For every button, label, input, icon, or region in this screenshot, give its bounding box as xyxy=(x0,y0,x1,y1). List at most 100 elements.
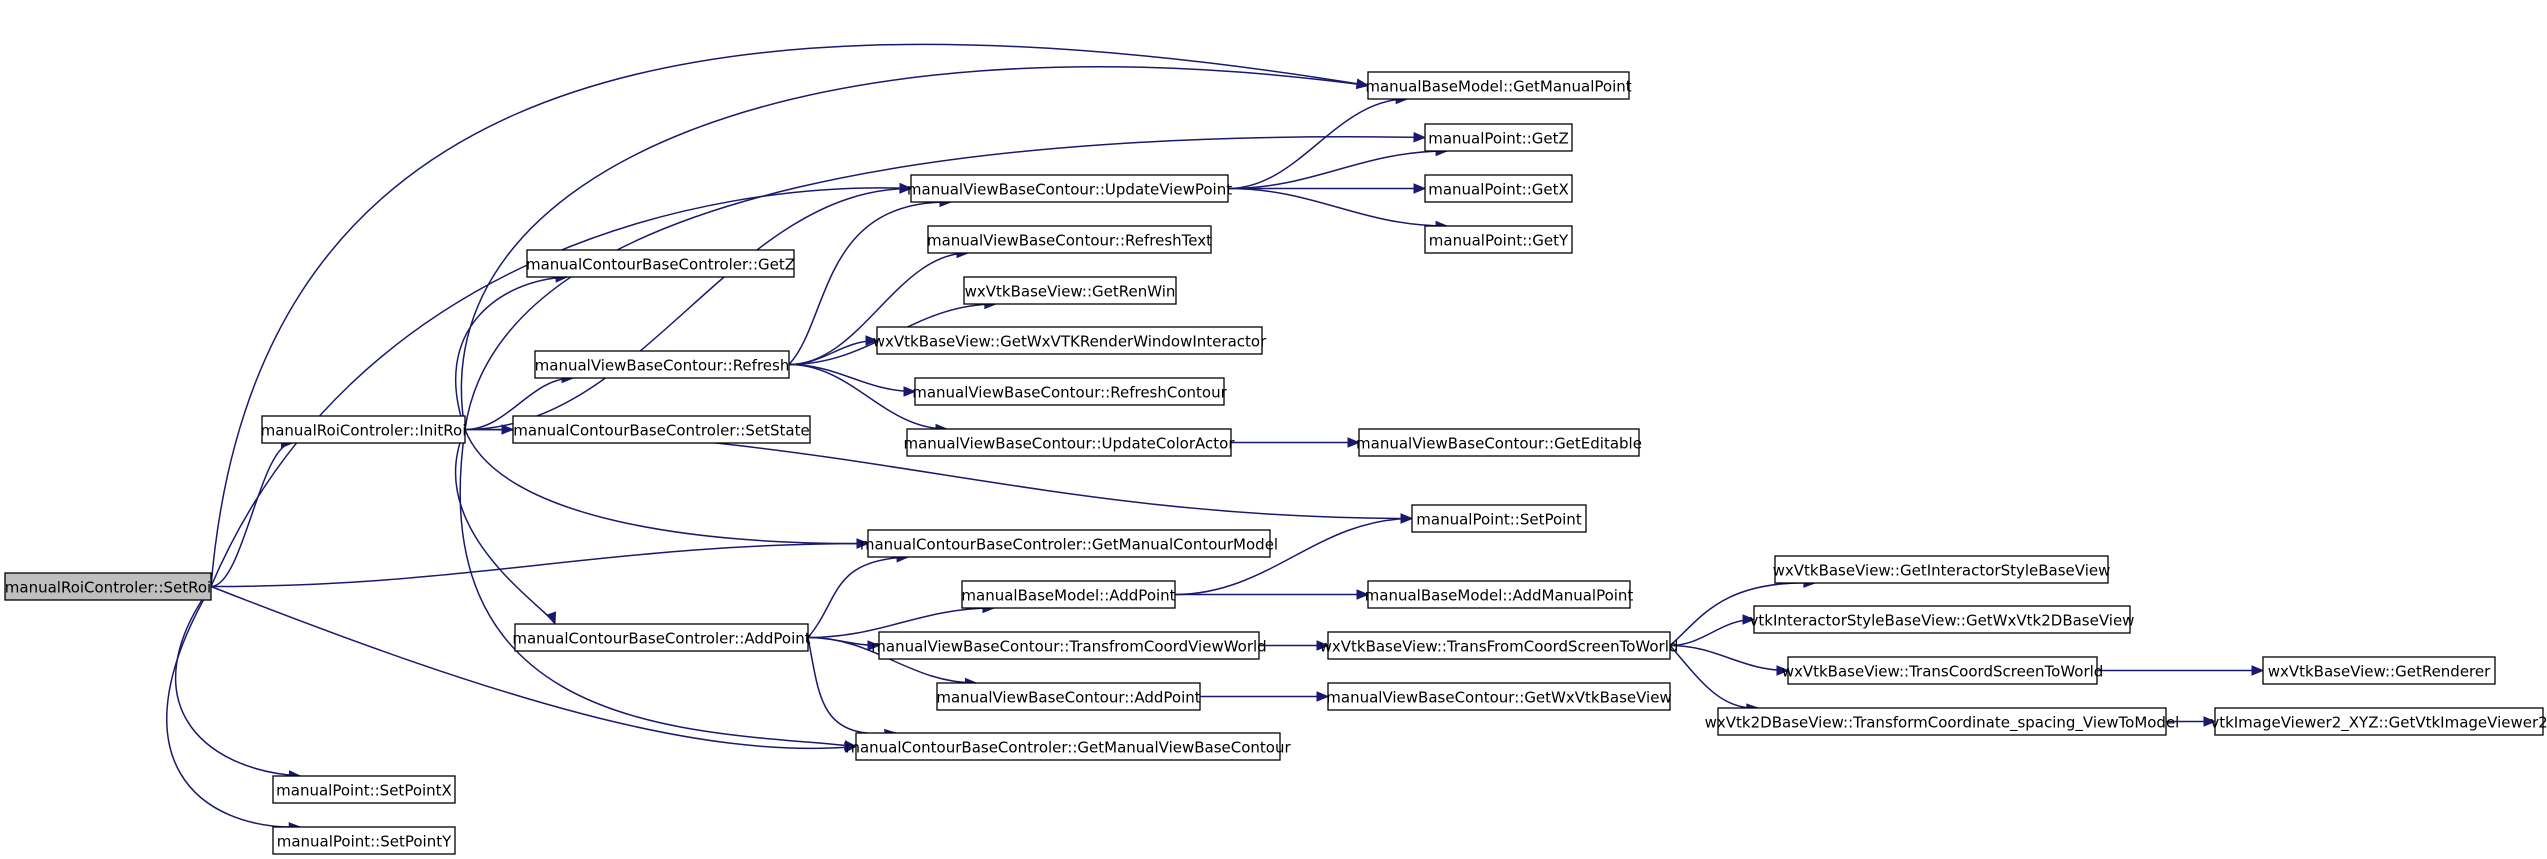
node-box[interactable] xyxy=(867,529,1271,558)
node-refresh[interactable]: manualViewBaseContour::Refresh xyxy=(534,350,790,379)
node-getwxvtkrwi[interactable]: wxVtkBaseView::GetWxVTKRenderWindowInter… xyxy=(873,326,1267,355)
node-label: vtkInteractorStyleBaseView::GetWxVtk2DBa… xyxy=(1750,612,2135,630)
node-addpoint_model[interactable]: manualBaseModel::AddPoint xyxy=(961,580,1176,609)
node-getvtkimageviewer2[interactable]: vtkImageViewer2_XYZ::GetVtkImageViewer2 xyxy=(2210,707,2547,736)
node-box[interactable] xyxy=(272,775,456,804)
edge-addpoint_model-to-addmanualpoint xyxy=(1175,589,1370,600)
node-getz_pt[interactable]: manualPoint::GetZ xyxy=(1424,123,1573,152)
edge-updateviewpoint-to-gety_pt xyxy=(1227,187,1449,232)
node-box[interactable] xyxy=(914,377,1225,406)
node-getrenwin[interactable]: wxVtkBaseView::GetRenWin xyxy=(963,276,1177,305)
node-box[interactable] xyxy=(963,276,1177,305)
edge-addpoint_model-to-setpoint xyxy=(1174,513,1414,596)
node-getmanualcontourmodel[interactable]: manualContourBaseControler::GetManualCon… xyxy=(860,529,1278,558)
edge-line xyxy=(788,201,952,366)
node-box[interactable] xyxy=(1787,656,2098,685)
arrowhead-icon xyxy=(1316,640,1330,651)
edge-transfromcoordscreentoworld-to-transformcoordinate xyxy=(1669,645,1760,714)
node-box[interactable] xyxy=(1753,605,2131,634)
node-gety_pt[interactable]: manualPoint::GetY xyxy=(1424,225,1573,254)
node-getinteractorstylebaseview[interactable]: wxVtkBaseView::GetInteractorStyleBaseVie… xyxy=(1773,555,2111,584)
edge-addpoint_ctrl-to-transfromcoordviewworld xyxy=(807,636,881,651)
node-box[interactable] xyxy=(876,326,1263,355)
node-box[interactable] xyxy=(526,249,795,278)
node-box[interactable] xyxy=(878,631,1260,660)
edge-line xyxy=(210,442,293,588)
node-box[interactable] xyxy=(2214,707,2544,736)
arrowhead-icon xyxy=(1742,614,1756,625)
node-getz_ctrl[interactable]: manualContourBaseControler::GetZ xyxy=(526,249,795,278)
node-getx_pt[interactable]: manualPoint::GetX xyxy=(1424,174,1573,203)
node-label: manualPoint::SetPoint xyxy=(1416,511,1582,529)
node-box[interactable] xyxy=(512,415,811,444)
node-label: wxVtkBaseView::GetInteractorStyleBaseVie… xyxy=(1773,562,2111,580)
node-box[interactable] xyxy=(906,428,1232,457)
node-label: vtkImageViewer2_XYZ::GetVtkImageViewer2 xyxy=(2210,714,2547,733)
edge-root-to-initroi xyxy=(210,437,294,588)
node-transcoordscreentoworld[interactable]: wxVtkBaseView::TransCoordScreenToWorld xyxy=(1782,656,2104,685)
node-updateviewpoint[interactable]: manualViewBaseContour::UpdateViewPoint xyxy=(907,174,1232,203)
node-box[interactable] xyxy=(1367,580,1631,609)
node-transfromcoordviewworld[interactable]: manualViewBaseContour::TransfromCoordVie… xyxy=(871,631,1267,660)
node-box[interactable] xyxy=(1358,428,1640,457)
node-getmanualpoint[interactable]: manualBaseModel::GetManualPoint xyxy=(1365,71,1632,100)
edge-line xyxy=(464,429,869,545)
node-box[interactable] xyxy=(272,826,456,855)
node-setpoint[interactable]: manualPoint::SetPoint xyxy=(1411,504,1587,533)
node-label: manualViewBaseContour::TransfromCoordVie… xyxy=(871,638,1266,656)
node-box[interactable] xyxy=(855,732,1281,761)
node-box[interactable] xyxy=(4,572,212,601)
edge-line xyxy=(1669,645,1759,709)
node-refreshtext[interactable]: manualViewBaseContour::RefreshText xyxy=(927,225,1212,254)
edge-line xyxy=(807,636,977,684)
node-box[interactable] xyxy=(961,580,1176,609)
node-refreshcontour[interactable]: manualViewBaseContour::RefreshContour xyxy=(912,377,1228,406)
node-transfromcoordscreentoworld[interactable]: wxVtkBaseView::TransFromCoordScreenToWor… xyxy=(1320,631,1679,660)
node-box[interactable] xyxy=(1411,504,1587,533)
node-geteditable[interactable]: manualViewBaseContour::GetEditable xyxy=(1356,428,1642,457)
node-addmanualpoint[interactable]: manualBaseModel::AddManualPoint xyxy=(1365,580,1634,609)
node-setstate[interactable]: manualContourBaseControler::SetState xyxy=(512,415,811,444)
node-setpointy[interactable]: manualPoint::SetPointY xyxy=(272,826,456,855)
edge-line xyxy=(807,607,994,639)
node-box[interactable] xyxy=(2262,656,2496,685)
node-box[interactable] xyxy=(1327,682,1671,711)
node-label: wxVtkBaseView::GetRenWin xyxy=(965,283,1176,301)
node-box[interactable] xyxy=(1424,174,1573,203)
node-label: manualContourBaseControler::SetState xyxy=(513,422,809,440)
node-label: manualPoint::GetX xyxy=(1428,181,1569,199)
edge-root-to-getmanualcontourmodel xyxy=(210,538,870,588)
node-box[interactable] xyxy=(534,350,790,379)
node-root[interactable]: manualRoiControler::SetRoi xyxy=(4,572,212,601)
edge-transfromcoordviewworld-to-transfromcoordscreentoworld xyxy=(1259,640,1330,651)
node-box[interactable] xyxy=(910,174,1229,203)
node-box[interactable] xyxy=(1717,707,2167,736)
node-box[interactable] xyxy=(1327,631,1671,660)
node-transformcoordinate[interactable]: wxVtk2DBaseView::TransformCoordinate_spa… xyxy=(1705,707,2180,736)
node-addpoint_view[interactable]: manualViewBaseContour::AddPoint xyxy=(936,682,1201,711)
node-box[interactable] xyxy=(936,682,1201,711)
node-label: manualContourBaseControler::GetManualVie… xyxy=(845,739,1291,757)
node-box[interactable] xyxy=(927,225,1212,254)
node-box[interactable] xyxy=(1424,225,1573,254)
node-addpoint_ctrl[interactable]: manualContourBaseControler::AddPoint xyxy=(512,623,811,652)
node-label: manualPoint::GetY xyxy=(1429,232,1569,250)
node-getwxvtk2dbaseview[interactable]: vtkInteractorStyleBaseView::GetWxVtk2DBa… xyxy=(1750,605,2135,634)
edge-root-to-getmanualpoint xyxy=(210,43,1370,587)
node-box[interactable] xyxy=(1424,123,1573,152)
node-box[interactable] xyxy=(261,415,466,444)
node-updatecoloractor[interactable]: manualViewBaseContour::UpdateColorActor xyxy=(904,428,1236,457)
node-getwxvtkbaseview[interactable]: manualViewBaseContour::GetWxVtkBaseView xyxy=(1326,682,1672,711)
node-getmanualviewbasecontour[interactable]: manualContourBaseControler::GetManualVie… xyxy=(845,732,1291,761)
node-box[interactable] xyxy=(1367,71,1630,100)
node-box[interactable] xyxy=(514,623,809,652)
node-initroi[interactable]: manualRoiControler::InitRoi xyxy=(261,415,467,444)
edge-line xyxy=(210,542,869,588)
edge-line xyxy=(174,586,301,777)
node-box[interactable] xyxy=(1774,555,2109,584)
node-getrenderer[interactable]: wxVtkBaseView::GetRenderer xyxy=(2262,656,2496,685)
arrowhead-icon xyxy=(2251,665,2265,676)
node-setpointx[interactable]: manualPoint::SetPointX xyxy=(272,775,456,804)
arrowhead-icon xyxy=(1413,183,1427,194)
